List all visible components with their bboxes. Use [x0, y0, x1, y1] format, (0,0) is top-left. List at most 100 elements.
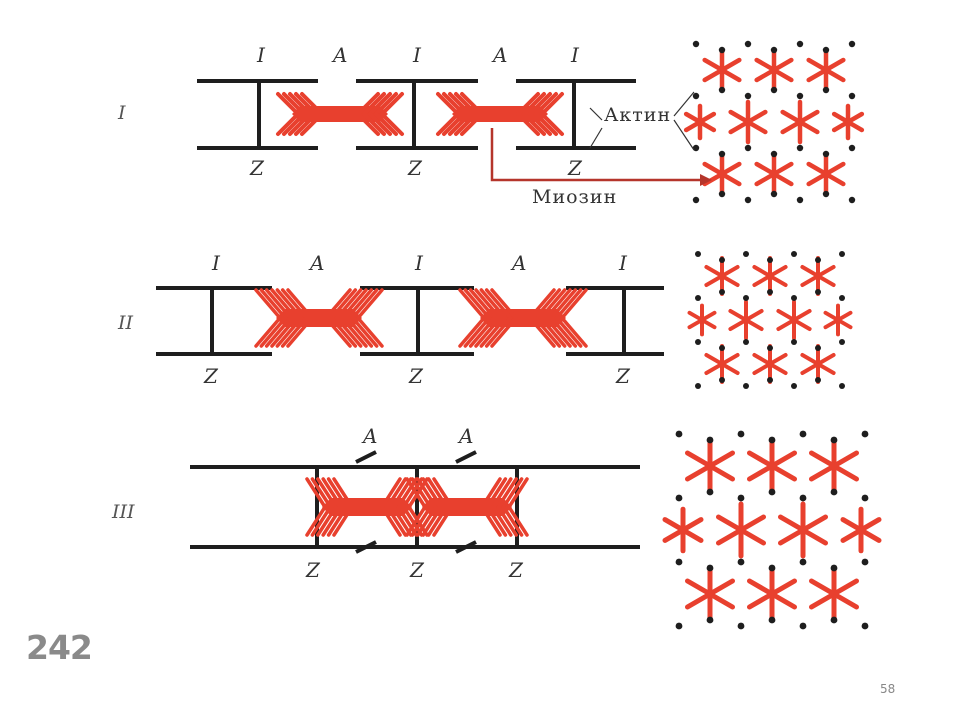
actin-cross-section: [706, 488, 714, 496]
cross-bridge: [374, 112, 398, 136]
myosin-core: [856, 525, 866, 535]
cross-bridge: [316, 505, 338, 537]
cross-bridge: [282, 112, 306, 136]
cross-bridge: [286, 316, 314, 348]
myosin-core: [790, 316, 798, 324]
actin-cross-section: [830, 616, 838, 624]
actin-cross-section: [744, 144, 752, 152]
actin-cross-section: [719, 257, 725, 263]
cross-bridge: [421, 477, 443, 509]
cross-bridge: [396, 477, 418, 509]
cross-bridge: [442, 112, 466, 136]
cross-bridge: [401, 477, 424, 509]
cross-bridge: [454, 92, 478, 116]
cross-bridge: [460, 112, 484, 136]
myosin-core: [814, 360, 822, 368]
cross-bridge: [362, 92, 386, 116]
cross-bridge: [254, 316, 282, 348]
band-label-i: I: [257, 43, 265, 67]
actin-cross-section: [692, 40, 700, 48]
cross-bridge: [549, 288, 578, 320]
cross-bridge: [280, 288, 309, 320]
z-label: Z: [409, 364, 423, 388]
actin-cross-section: [737, 558, 745, 566]
actin-cross-section: [768, 436, 776, 444]
actin-cross-section: [744, 196, 752, 204]
actin-cross-section: [718, 46, 726, 54]
cross-bridge: [436, 92, 460, 116]
cross-bridge: [332, 505, 354, 537]
cross-bridge: [463, 316, 492, 348]
cross-bridge: [259, 316, 288, 348]
row-label-3: III: [112, 501, 135, 523]
myosin-core: [767, 461, 777, 471]
actin-cross-section: [848, 40, 856, 48]
actin-cross-section: [861, 558, 869, 566]
cross-bridge: [326, 505, 349, 537]
cross-bridge: [501, 505, 524, 537]
cross-bridge: [405, 505, 427, 537]
cross-bridge: [362, 112, 386, 136]
band-label-a: A: [333, 43, 348, 67]
actin-cross-section: [675, 558, 683, 566]
cross-bridge: [380, 112, 404, 136]
cross-bridge: [485, 477, 508, 509]
cross-bridge: [264, 316, 293, 348]
cross-bridge: [368, 92, 392, 116]
actin-cross-section: [770, 86, 778, 94]
actin-cross-section: [675, 430, 683, 438]
cross-bridge: [340, 316, 368, 348]
actin-pointer: [589, 127, 603, 149]
z-label: Z: [306, 558, 320, 582]
band-label-i: I: [571, 43, 579, 67]
cross-bridge: [528, 316, 556, 348]
z-label: Z: [250, 156, 264, 180]
cross-bridge: [300, 112, 324, 136]
cross-bridge: [516, 92, 540, 116]
cross-bridge: [294, 92, 318, 116]
cross-bridge: [507, 505, 529, 537]
cross-bridge: [480, 505, 502, 537]
cross-section-lattices: [662, 40, 882, 630]
band-label-i: I: [619, 251, 627, 275]
actin-cross-section: [695, 383, 701, 389]
cross-bridge: [484, 288, 513, 320]
actin-cross-section: [822, 190, 830, 198]
band-label-i: I: [413, 43, 421, 67]
cross-bridge: [334, 288, 363, 320]
cross-bridge: [385, 477, 408, 509]
cross-bridge: [468, 316, 497, 348]
cross-bridge: [458, 316, 486, 348]
actin-cross-section: [743, 251, 749, 257]
cross-bridge: [329, 316, 358, 348]
actin-cross-section: [743, 339, 749, 345]
myosin-core: [795, 117, 805, 127]
cross-bridge: [356, 92, 380, 116]
z-label: Z: [509, 558, 523, 582]
cross-bridge: [334, 316, 363, 348]
cross-bridge: [448, 92, 472, 116]
cross-bridge: [468, 288, 497, 320]
myosin-core: [766, 360, 774, 368]
actin-cross-section: [791, 339, 797, 345]
myosin-core: [843, 117, 853, 127]
actin-cross-section: [719, 289, 725, 295]
cross-bridge: [484, 316, 513, 348]
cross-bridge: [432, 477, 454, 509]
actin-cross-section: [799, 622, 807, 630]
cross-bridge: [391, 477, 413, 509]
cross-bridge: [326, 477, 349, 509]
cross-bridge: [480, 477, 502, 509]
cross-bridge: [280, 316, 309, 348]
arrow-head: [700, 174, 712, 186]
actin-cross-section: [791, 251, 797, 257]
actin-cross-section: [799, 430, 807, 438]
cross-bridge: [491, 477, 513, 509]
actin-cross-section: [737, 494, 745, 502]
myosin-core: [829, 461, 839, 471]
cross-bridge: [485, 505, 508, 537]
actin-cross-section: [822, 46, 830, 54]
myosin-core: [769, 65, 779, 75]
actin-cross-section: [839, 251, 845, 257]
actin-cross-section: [695, 251, 701, 257]
